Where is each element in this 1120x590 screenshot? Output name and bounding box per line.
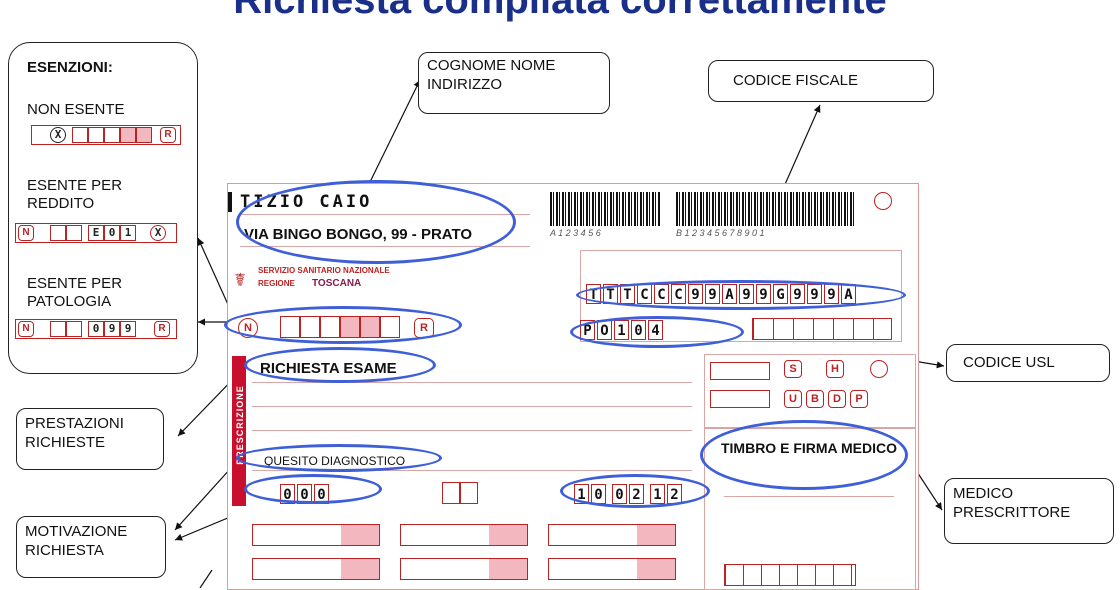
mini-cell: [50, 225, 66, 241]
esente-reddito-label: ESENTE PER REDDITO: [27, 177, 123, 212]
priority-d-button: D: [828, 390, 846, 408]
highlight-data: [560, 474, 710, 508]
form-line: [252, 382, 692, 383]
highlight-timbro: [700, 420, 908, 490]
mini-r-mark: R: [154, 321, 170, 337]
caduceus-icon: ☤: [234, 270, 247, 291]
regione-value: TOSCANA: [312, 278, 362, 289]
mini-form-non-esente: X R: [31, 125, 181, 145]
priority-s-button: S: [784, 360, 802, 378]
mini-cell-x: X: [50, 127, 66, 143]
form-line: [252, 470, 692, 471]
arrow-bottom-left: [199, 569, 213, 588]
highlight-quesito: [236, 444, 442, 472]
mini-cell: [66, 321, 82, 337]
priority-h-button: H: [826, 360, 844, 378]
callout-motivazione: MOTIVAZIONE RICHIESTA: [16, 516, 166, 578]
nota-cup-box: [710, 362, 770, 380]
mini-cell-x: X: [150, 225, 166, 241]
callout-cognome: COGNOME NOME INDIRIZZO: [418, 52, 610, 114]
form-line: [724, 496, 894, 497]
form-line: [252, 430, 692, 431]
barcode-1: [550, 192, 660, 226]
mini-cell: [120, 127, 136, 143]
code-grid: [252, 524, 380, 546]
code-grid: [724, 564, 856, 586]
callout-codice-fiscale: CODICE FISCALE: [708, 60, 934, 102]
tipo-ricetta-cell: [460, 482, 478, 504]
highlight-name-address: [236, 180, 516, 264]
mini-cell: [66, 225, 82, 241]
mini-cell-code: E: [88, 225, 104, 241]
highlight-codice-usl: [570, 316, 744, 348]
code-grid: [548, 524, 676, 546]
priority-b-button: B: [806, 390, 824, 408]
mini-n-mark: N: [18, 321, 34, 337]
priority-p-button: P: [850, 390, 868, 408]
mini-r-mark: R: [160, 127, 176, 143]
tipo-ricetta-cell: [442, 482, 460, 504]
servizio-label: SERVIZIO SANITARIO NAZIONALE: [258, 266, 390, 275]
regione-label: REGIONE: [258, 279, 295, 288]
mini-cell: [136, 127, 152, 143]
mini-cell-code: 0: [104, 225, 120, 241]
mini-form-reddito: N E 0 1 X: [15, 223, 177, 243]
prescrizione-bar: [232, 356, 246, 506]
highlight-numero: [244, 474, 382, 504]
mini-form-patologia: N 0 9 9 R: [15, 319, 177, 339]
arrow-cognome: [369, 79, 421, 183]
mini-cell-code: 9: [120, 321, 136, 337]
altro-circle-icon: [870, 360, 888, 378]
non-esente-label: NON ESENTE: [27, 101, 125, 118]
mini-cell: [88, 127, 104, 143]
highlight-richiesta-esame: [244, 347, 436, 383]
highlight-esenzione: [224, 306, 462, 344]
form-line: [252, 406, 692, 407]
mini-cell: [104, 127, 120, 143]
barcode-2: [676, 192, 856, 226]
mini-cell-code: 9: [104, 321, 120, 337]
barcode-1-text: A 1 2 3 4 5 6: [550, 228, 601, 238]
esente-patologia-label: ESENTE PER PATOLOGIA: [27, 275, 123, 310]
callout-codice-usl: CODICE USL: [946, 344, 1110, 382]
mini-cell: [72, 127, 88, 143]
nota-cup-box: [710, 390, 770, 408]
extra-cells: [752, 318, 892, 340]
code-grid: [548, 558, 676, 580]
form-corner-mark: [228, 192, 232, 212]
priority-u-button: U: [784, 390, 802, 408]
mini-cell: [50, 321, 66, 337]
mini-cell-code: 1: [120, 225, 136, 241]
code-grid: [400, 558, 528, 580]
mini-cell-code: 0: [88, 321, 104, 337]
stamp-circle-icon: [874, 192, 892, 210]
highlight-codice-fiscale: [576, 280, 906, 310]
barcode-2-text: B 1 2 3 4 5 6 7 8 9 0 1: [676, 228, 765, 238]
callout-medico: MEDICO PRESCRITTORE: [944, 478, 1114, 544]
callout-prestazioni: PRESTAZIONI RICHIESTE: [16, 408, 164, 470]
code-grid: [252, 558, 380, 580]
esenzioni-panel: ESENZIONI: NON ESENTE X R ESENTE PER RED…: [8, 42, 198, 374]
mini-n-mark: N: [18, 225, 34, 241]
code-grid: [400, 524, 528, 546]
esenzioni-heading: ESENZIONI:: [27, 59, 113, 76]
page-title: Richiesta compilata correttamente: [233, 0, 887, 22]
